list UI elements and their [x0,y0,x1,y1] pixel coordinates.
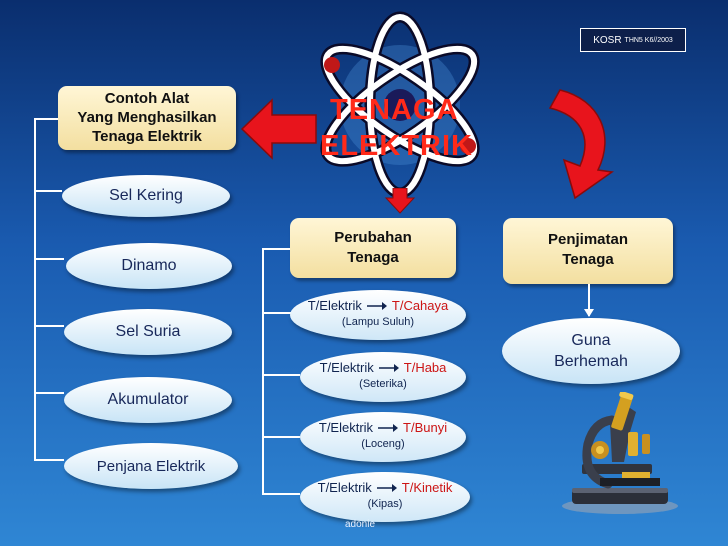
conversion-from: T/Elektrik [317,480,372,495]
left-title-line-2: Yang Menghasilkan [77,109,217,126]
footer-credit: adonie [345,519,376,530]
arrow-right-icon [378,423,399,432]
conversion-item: T/Elektrik T/Bunyi (Loceng) [300,412,466,462]
right-title-line-2: Tenaga [562,251,614,268]
middle-title-box: Perubahan Tenaga [290,218,456,278]
middle-title-line-1: Perubahan [334,229,412,246]
right-connector [588,284,590,316]
conversion-from: T/Elektrik [318,420,374,435]
middle-title-line-2: Tenaga [347,249,399,266]
conversion-from: T/Elektrik [307,298,362,313]
right-item: Guna Berhemah [502,318,680,384]
conversion-example: (Seterika) [359,378,407,390]
middle-tree-branch-1 [262,312,292,314]
right-item-line-2: Berhemah [554,353,628,370]
middle-tree-trunk [262,248,264,494]
right-title-line-1: Penjimatan [547,231,629,248]
middle-tree-branch-4 [262,493,300,495]
badge-main: KOSR [593,34,622,46]
conversion-to: T/Kinetik [401,480,453,495]
conversion-to: T/Cahaya [391,298,449,313]
arrow-right-icon [378,363,399,372]
arrow-right-icon [376,483,397,492]
left-title-line-3: Tenaga Elektrik [92,128,202,145]
conversion-to: T/Bunyi [403,420,448,435]
left-title-box: Contoh Alat Yang Menghasilkan Tenaga Ele… [58,86,236,150]
right-title-box: Penjimatan Tenaga [503,218,673,284]
left-item: Sel Kering [62,175,230,217]
red-curved-arrow-icon [548,89,614,200]
middle-tree-branch-2 [262,374,300,376]
left-item: Penjana Elektrik [64,443,238,489]
microscope-icon [562,392,678,514]
conversion-item: T/Elektrik T/Haba (Seterika) [300,352,466,402]
conversion-example: (Kipas) [367,498,403,510]
right-item-line-1: Guna [571,332,611,349]
red-arrow-left-icon [240,98,317,160]
conversion-example: (Loceng) [361,438,405,450]
conversion-item: T/Elektrik T/Kinetik (Kipas) [300,472,470,522]
left-tree-branch-3 [34,325,64,327]
middle-tree-branch-title [262,248,290,250]
left-tree-branch-1 [34,190,62,192]
left-tree-branch-5 [34,459,64,461]
left-item: Dinamo [66,243,232,289]
red-arrow-down-icon [384,188,416,214]
center-title: TENAGA ELEKTRIK [320,92,490,164]
arrow-down-icon [584,309,594,317]
conversion-to: T/Haba [403,360,447,375]
left-tree-branch-4 [34,392,64,394]
badge-small: THN5 K6//2003 [624,36,673,44]
conversion-item: T/Elektrik T/Cahaya (Lampu Suluh) [290,290,466,340]
center-title-line-2: ELEKTRIK [320,130,473,162]
center-title-line-1: TENAGA [330,94,459,126]
left-tree-branch-2 [34,258,64,260]
left-tree-trunk [34,118,36,460]
left-title-line-1: Contoh Alat [104,90,190,107]
left-tree-branch-title [34,118,58,120]
left-item: Sel Suria [64,309,232,355]
middle-tree-branch-3 [262,436,300,438]
left-item: Akumulator [64,377,232,423]
conversion-from: T/Elektrik [319,360,374,375]
conversion-example: (Lampu Suluh) [341,316,415,328]
arrow-right-icon [366,301,387,310]
badge: KOSR THN5 K6//2003 [580,28,686,52]
